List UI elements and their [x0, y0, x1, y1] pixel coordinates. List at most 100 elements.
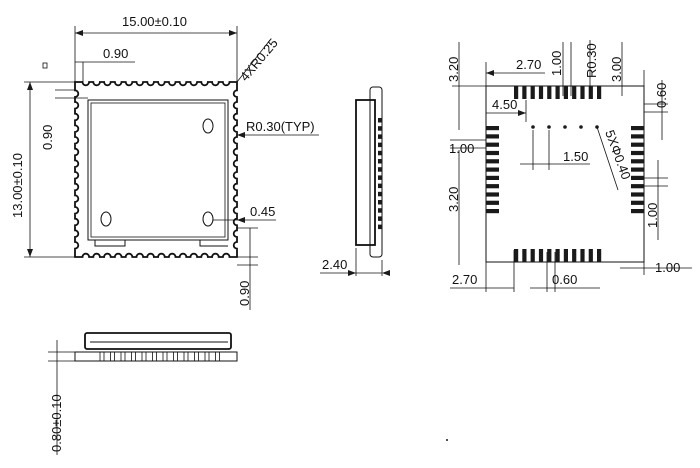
side-view: 2.40	[320, 86, 390, 276]
front-castellation	[141, 351, 147, 362]
front-castellation	[173, 351, 178, 362]
mounting-hole-bottom-left	[100, 211, 112, 227]
footprint-pad	[631, 175, 644, 180]
thickness-dimension: 2.40	[322, 257, 347, 272]
side-castellation	[378, 167, 382, 172]
footprint-pad	[588, 249, 593, 262]
hole-dimension: 0.45	[250, 204, 275, 219]
footprint-pad	[486, 209, 499, 214]
front-castellation	[110, 351, 115, 362]
footprint-pad	[631, 200, 644, 205]
side-castellation	[378, 175, 382, 180]
footprint-pad	[597, 249, 602, 262]
front-view-shield	[84, 332, 232, 350]
footprint-pad	[588, 86, 593, 99]
side-castellation	[378, 126, 382, 131]
fp-dim-top-offset: 2.70	[516, 57, 541, 72]
footprint-pad	[631, 126, 644, 131]
edge-dimension-bottom: 0.90	[237, 281, 252, 306]
side-castellation	[378, 134, 382, 139]
footprint-pad	[486, 167, 499, 172]
front-castellation	[131, 351, 136, 362]
side-castellation	[378, 183, 382, 189]
footprint-pad	[547, 249, 552, 262]
footprint-pad	[555, 249, 560, 262]
footprint-pad	[514, 86, 519, 99]
footprint-pad	[631, 192, 644, 197]
module-outline	[74, 81, 238, 258]
footprint-pad	[563, 86, 568, 99]
fp-dim-left-pitch: 1.00	[449, 141, 474, 156]
front-castellation	[152, 351, 157, 362]
front-castellation	[204, 351, 210, 362]
side-castellation	[378, 208, 382, 213]
footprint-pad	[563, 249, 568, 262]
footprint-pad	[631, 142, 644, 147]
fp-via-label: 5XΦ0.40	[602, 128, 634, 182]
fp-dim-bottom-right: 1.00	[655, 260, 680, 275]
fp-radius-label: R0.30	[584, 43, 599, 78]
footprint-pad	[547, 86, 552, 99]
dot-marker	[446, 439, 448, 441]
front-view: 0.80±0.10	[48, 332, 238, 455]
fp-dim-bottom-pad: 0.60	[552, 272, 577, 287]
shield-can-inner	[90, 102, 226, 238]
shield-bottom-tabs	[94, 240, 228, 247]
footprint-pad	[486, 150, 499, 156]
footprint-pad	[538, 249, 544, 262]
footprint-pad	[530, 86, 535, 99]
footprint-pad	[580, 249, 585, 262]
shield-can	[87, 99, 229, 241]
footprint-pad	[486, 134, 499, 139]
edge-dimension-top: 0.90	[103, 46, 128, 61]
footprint-pad	[486, 175, 499, 180]
footprint-pad	[530, 249, 535, 262]
side-castellation	[378, 224, 382, 230]
front-castellation	[120, 351, 126, 362]
footprint-pad	[555, 86, 560, 99]
fp-dim-via-pitch: 1.50	[563, 149, 588, 164]
footprint-pad	[486, 192, 499, 197]
footprint-pad	[538, 86, 544, 99]
footprint-pad	[572, 86, 577, 99]
footprint-pad	[580, 86, 585, 99]
footprint-pad	[631, 134, 644, 139]
side-castellation	[378, 200, 382, 205]
footprint-view: 3.20 2.70 1.00 R0.30 3.00 0.60 4.50 1.00	[446, 40, 692, 441]
fp-dim-right-offset: 3.00	[609, 57, 624, 82]
side-castellation	[378, 150, 382, 156]
footprint-pad	[631, 209, 644, 214]
side-view-castellations	[378, 118, 382, 230]
side-castellation	[378, 191, 382, 197]
mounting-hole-top-right	[202, 118, 214, 134]
side-castellation	[378, 118, 382, 123]
footprint-pad	[572, 249, 577, 262]
fp-dim-top-left: 3.20	[446, 57, 461, 82]
footprint-pad	[486, 142, 499, 147]
side-castellation	[378, 216, 382, 221]
width-dimension: 15.00±0.10	[122, 14, 187, 29]
pcb-thickness-dimension: 0.80±0.10	[49, 394, 64, 452]
side-castellation	[378, 159, 382, 164]
footprint-pad	[631, 167, 644, 172]
footprint-pad	[486, 159, 499, 164]
front-castellation	[183, 351, 189, 362]
height-dimension: 13.00±0.10	[10, 153, 25, 218]
front-view-pcb	[74, 351, 238, 362]
front-castellation	[162, 351, 168, 362]
front-view-castellations	[99, 351, 220, 362]
side-view-pcb	[369, 86, 383, 258]
footprint-vias	[531, 125, 599, 129]
footprint-pads	[486, 86, 644, 262]
front-castellation	[215, 351, 220, 362]
footprint-pad	[514, 249, 519, 262]
corner-radius-label: 4XR0.25	[237, 36, 281, 84]
fp-dim-left-lower: 3.20	[446, 187, 461, 212]
footprint-pad	[631, 184, 644, 189]
footprint-pad	[522, 86, 527, 99]
footprint-pad	[486, 184, 499, 189]
top-view: 15.00±0.10 0.90 4XR0.25 13.00±0.10 0.90 …	[10, 14, 319, 310]
fp-dim-bottom-left: 2.70	[452, 272, 477, 287]
footprint-pad	[486, 200, 499, 205]
fp-dim-right-pitch: 1.00	[645, 203, 660, 228]
